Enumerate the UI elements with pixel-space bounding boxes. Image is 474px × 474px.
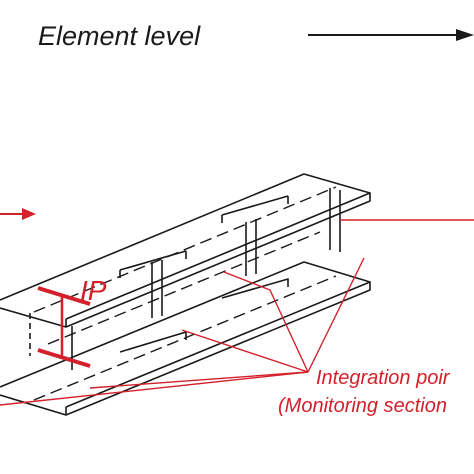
ip-label: IP [80, 275, 107, 306]
i-beam [0, 173, 371, 416]
integration-point-marker [37, 286, 91, 368]
left-red-arrow [0, 208, 36, 220]
integration-note-line2: (Monitoring section [278, 395, 447, 417]
leader-lines [0, 219, 474, 406]
integration-note-line1: Integration poir [316, 367, 451, 389]
diagram-title: Element level [38, 21, 201, 51]
direction-arrow [308, 29, 474, 41]
flange-centerlines [33, 186, 337, 401]
